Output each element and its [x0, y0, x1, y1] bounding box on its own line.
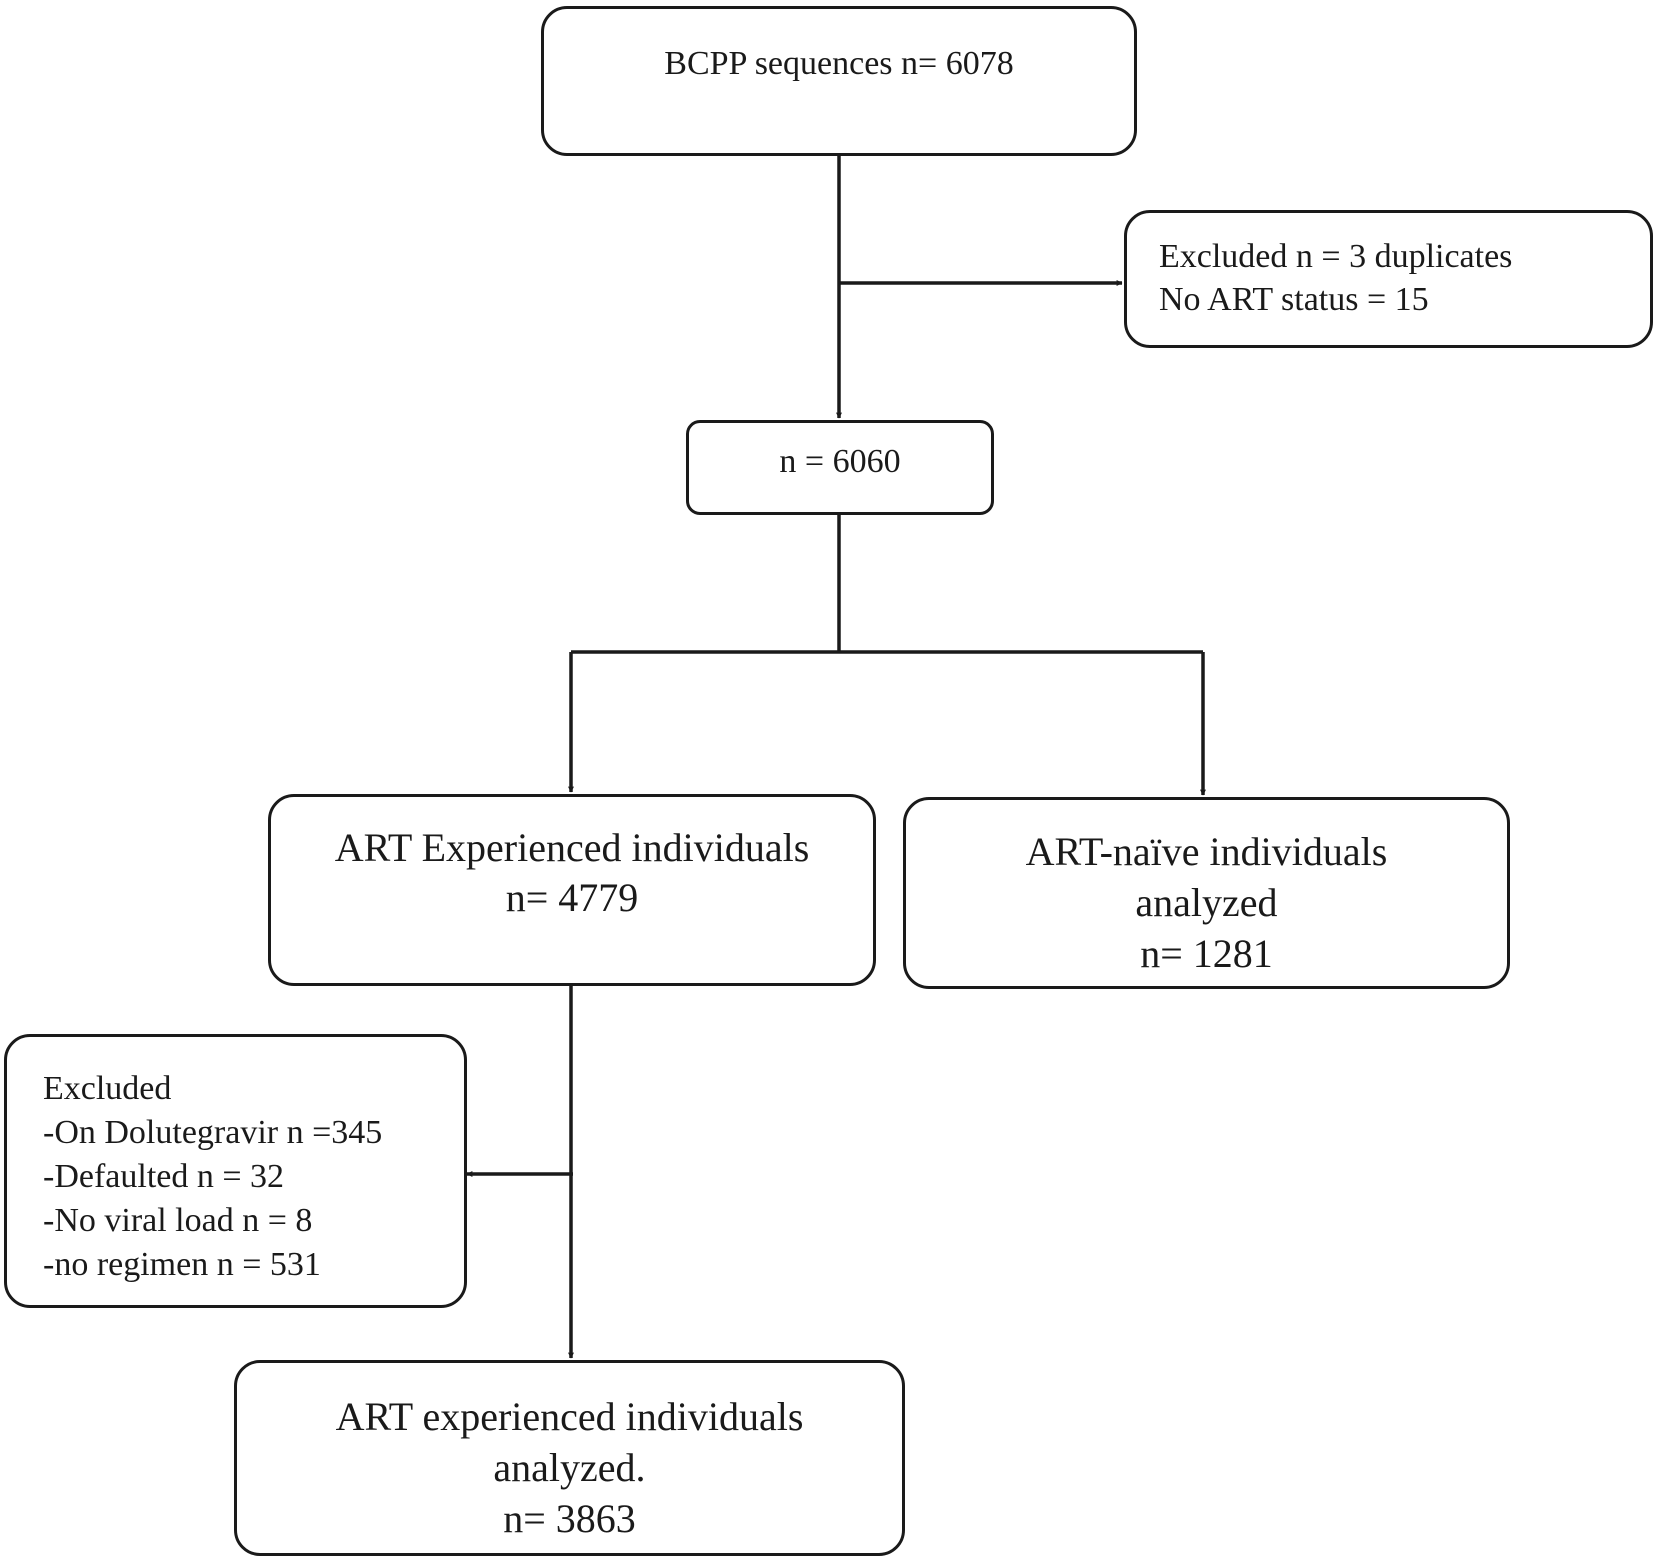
node-excluded-top-line-1: Excluded n = 3 duplicates — [1159, 238, 1513, 275]
node-art-naive-line-3: n= 1281 — [1140, 931, 1273, 976]
node-after-exclusion: n = 6060 — [686, 420, 994, 515]
node-final: ART experienced individuals analyzed. n=… — [234, 1360, 905, 1556]
node-excluded-bottom: Excluded -On Dolutegravir n =345 -Defaul… — [4, 1034, 467, 1308]
node-art-experienced-line-2: n= 4779 — [505, 875, 639, 920]
node-excluded-bottom-line-1: Excluded — [43, 1070, 172, 1107]
node-excluded-top: Excluded n = 3 duplicates No ART status … — [1124, 210, 1653, 348]
node-art-naive: ART-naïve individuals analyzed n= 1281 — [903, 797, 1510, 989]
node-art-naive-line-2: analyzed — [1135, 880, 1278, 925]
node-art-experienced: ART Experienced individuals n= 4779 — [268, 794, 876, 986]
node-start: BCPP sequences n= 6078 — [541, 6, 1137, 156]
node-final-line-2: analyzed. — [493, 1445, 646, 1490]
node-excluded-bottom-line-3: -Defaulted n = 32 — [43, 1158, 285, 1195]
node-art-naive-line-1: ART-naïve individuals — [1025, 829, 1388, 874]
node-excluded-bottom-line-5: -no regimen n = 531 — [43, 1246, 321, 1283]
node-after-exclusion-line-1: n = 6060 — [779, 443, 901, 480]
node-final-line-1: ART experienced individuals — [335, 1394, 804, 1439]
node-art-experienced-line-1: ART Experienced individuals — [334, 825, 810, 870]
node-excluded-top-line-2: No ART status = 15 — [1159, 281, 1429, 318]
node-excluded-bottom-line-4: -No viral load n = 8 — [43, 1202, 313, 1239]
node-start-line-1: BCPP sequences n= 6078 — [664, 45, 1014, 82]
node-final-line-3: n= 3863 — [503, 1496, 636, 1541]
node-excluded-bottom-line-2: -On Dolutegravir n =345 — [43, 1114, 383, 1151]
